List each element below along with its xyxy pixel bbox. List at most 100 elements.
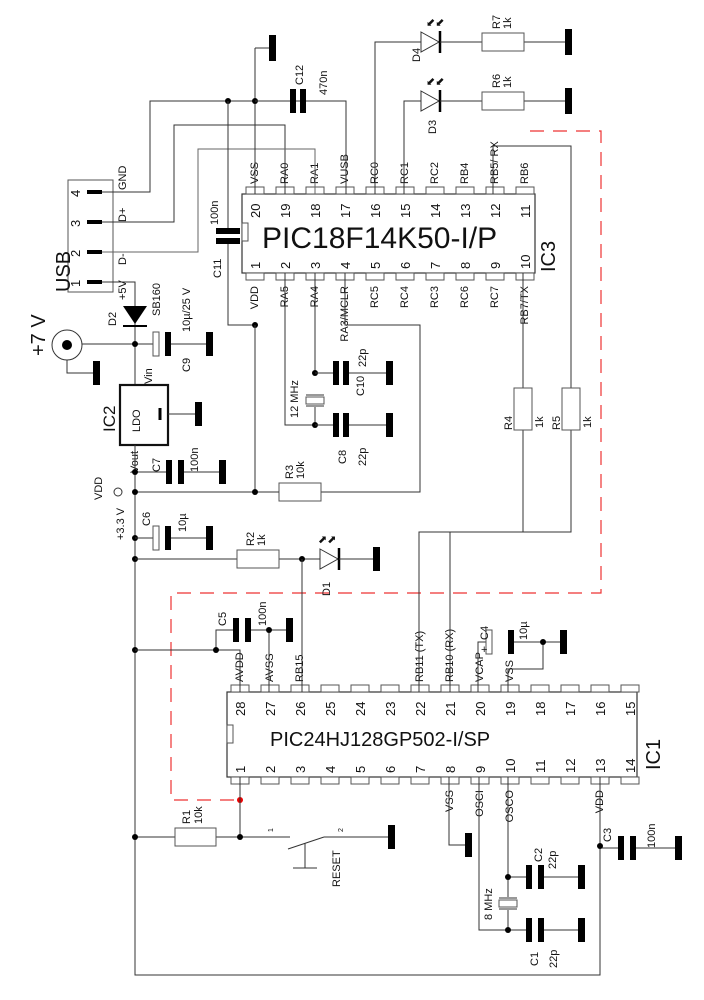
wire-rb7-tx [418, 273, 524, 692]
usb-pin-1 [87, 280, 102, 284]
c7-plate [178, 460, 184, 484]
pin-name: RC2 [429, 162, 441, 184]
ground-symbol [206, 526, 213, 550]
pin-name: VSS [504, 660, 516, 682]
wire-jack-gnd [66, 360, 95, 374]
pin-pad [350, 776, 370, 785]
ground-symbol [373, 547, 380, 571]
r2-ref: R2 [245, 532, 257, 546]
pin-number: 26 [293, 702, 308, 716]
wire-rc1 [403, 100, 421, 194]
c12-plate [300, 89, 306, 113]
usb-pin-num: 2 [68, 250, 83, 257]
usb-pin-num: 4 [68, 190, 83, 197]
reset-switch-button[interactable] [293, 843, 317, 869]
c7-plate [166, 460, 172, 484]
vdd-label: VDD [93, 477, 105, 500]
pin-pad [470, 684, 490, 693]
pin-name: RC5 [369, 286, 381, 308]
reset-pin1: 1 [268, 828, 275, 832]
pin-number: 18 [533, 702, 548, 716]
junction [266, 627, 272, 633]
junction [540, 639, 546, 645]
usb-body [67, 179, 114, 293]
pin-pad [320, 776, 340, 785]
c11-plate [216, 238, 240, 244]
pin-name: VCAP [474, 652, 486, 682]
c2-plate [538, 865, 544, 889]
pin-number: 19 [503, 702, 518, 716]
pin-pad [365, 272, 385, 281]
wire-usb-gnd [102, 100, 347, 194]
ground-symbol [219, 460, 226, 484]
c7-value: 100n [189, 448, 201, 472]
r5-ref: R5 [551, 416, 563, 430]
c4-plate [485, 629, 493, 655]
pin-pad [350, 684, 370, 693]
ic1-notch [226, 724, 234, 744]
pin-name: RB7/TX [519, 285, 531, 324]
ground-symbol [269, 35, 276, 61]
ic1-part-label: PIC24HJ128GP502-I/SP [270, 729, 490, 751]
junction [237, 834, 243, 840]
pin-number: 3 [308, 262, 323, 269]
c2-plate [526, 865, 532, 889]
pin-number: 10 [503, 759, 518, 773]
r4-body [513, 387, 533, 431]
pin-pad [290, 776, 310, 785]
wire-vdd-rail [134, 325, 601, 976]
pin-pad [395, 272, 415, 281]
pin-name: RC4 [399, 286, 411, 308]
ground-symbol [386, 361, 393, 385]
c8-plate [333, 413, 339, 437]
power-jack-pin [62, 340, 72, 350]
pin-pad [620, 776, 640, 785]
d4-ref: D4 [411, 48, 423, 62]
xtal1-icon [305, 396, 325, 405]
pin-pad [455, 186, 475, 195]
c4-plate [508, 630, 514, 654]
pin-name: VUSB [339, 154, 351, 184]
wire-osci [478, 777, 580, 931]
r7-body [481, 32, 525, 52]
c2-value: 22p [547, 851, 559, 869]
pin-name: RC6 [459, 286, 471, 308]
c5-value: 100n [257, 602, 269, 626]
pin-number: 16 [593, 702, 608, 716]
c9-ref: C9 [181, 358, 193, 372]
pin-number: 10 [518, 255, 533, 269]
pin-number: 8 [443, 766, 458, 773]
pin-pad [515, 272, 535, 281]
wire-avdd [135, 629, 288, 692]
pin-number: 6 [398, 262, 413, 269]
r3-body [278, 482, 322, 502]
pin-number: 24 [353, 702, 368, 716]
pin-name: RC7 [489, 286, 501, 308]
pin-number: 7 [413, 766, 428, 773]
pin-number: 6 [383, 766, 398, 773]
c6-plate [152, 525, 160, 551]
c1-value: 22p [548, 950, 560, 968]
pin-pad [410, 684, 430, 693]
ic3: 20VSS19RA018RA117VUSB16RC015RC114RC213RB… [241, 141, 560, 342]
pin-number: 14 [623, 759, 638, 773]
r5-value: 1k [582, 416, 594, 428]
pin-name: OSCI [474, 790, 486, 817]
reset-switch-lever[interactable] [287, 836, 325, 850]
ic3-body [241, 193, 536, 274]
pin-number: 13 [458, 204, 473, 218]
r1-body [174, 827, 217, 847]
c9-plate [165, 332, 171, 356]
pin-pad [335, 186, 355, 195]
v33-label: +3.3 V [115, 507, 127, 540]
pin-number: 2 [278, 262, 293, 269]
pin-pad [440, 776, 460, 785]
pin-name: RB11 (TX) [414, 631, 426, 682]
ground-symbol [286, 618, 293, 642]
c9-plate [152, 331, 160, 357]
d3-ref: D3 [427, 120, 439, 134]
c7-ref: C7 [151, 458, 163, 472]
c8-ref: C8 [337, 450, 349, 464]
